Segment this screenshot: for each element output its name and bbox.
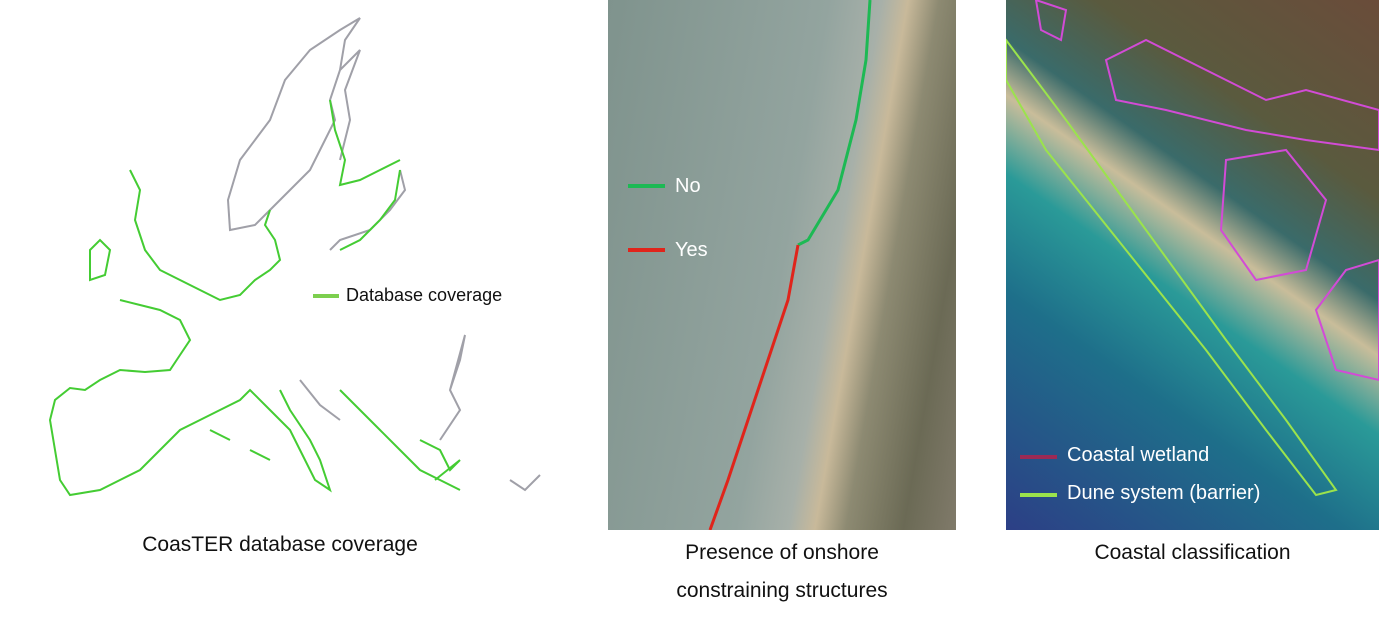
- legend-no-label: No: [675, 175, 701, 197]
- caption-onshore-structures: Presence of onshore constraining structu…: [600, 534, 964, 610]
- europe-coverage-map: [48, 17, 541, 497]
- coverage-coast: [48, 99, 461, 497]
- caption-coastal-classification: Coastal classification: [1094, 541, 1291, 564]
- classification-overlay: [1006, 0, 1379, 497]
- dune-system-outline: [1006, 38, 1338, 497]
- legend-yes-label: Yes: [675, 239, 708, 261]
- legend-database-coverage-label: Database coverage: [346, 285, 503, 305]
- legend-database-coverage-swatch: [313, 294, 339, 298]
- wetland-outlines: [1034, 0, 1379, 382]
- aerial-image-classification: [1006, 0, 1379, 530]
- scandinavia-coast: [226, 17, 407, 251]
- legend-dune-system-label: Dune system (barrier): [1067, 482, 1261, 504]
- yes-structure-line: [708, 244, 800, 530]
- caption-coaster-coverage: CoasTER database coverage: [142, 533, 418, 556]
- legend-no-swatch: [628, 184, 665, 188]
- caption-line1: Presence of onshore: [685, 541, 879, 564]
- caption-line2: constraining structures: [676, 579, 888, 602]
- no-structure-line: [797, 0, 872, 247]
- legend-coastal-wetland-label: Coastal wetland: [1067, 444, 1210, 466]
- structures-overlay: [708, 0, 872, 530]
- legend-coastal-wetland-swatch: [1020, 455, 1057, 459]
- legend-yes-swatch: [628, 248, 665, 252]
- legend-dune-system-swatch: [1020, 493, 1057, 497]
- aerial-image-structures: [608, 0, 956, 530]
- east-med-coast: [299, 334, 541, 492]
